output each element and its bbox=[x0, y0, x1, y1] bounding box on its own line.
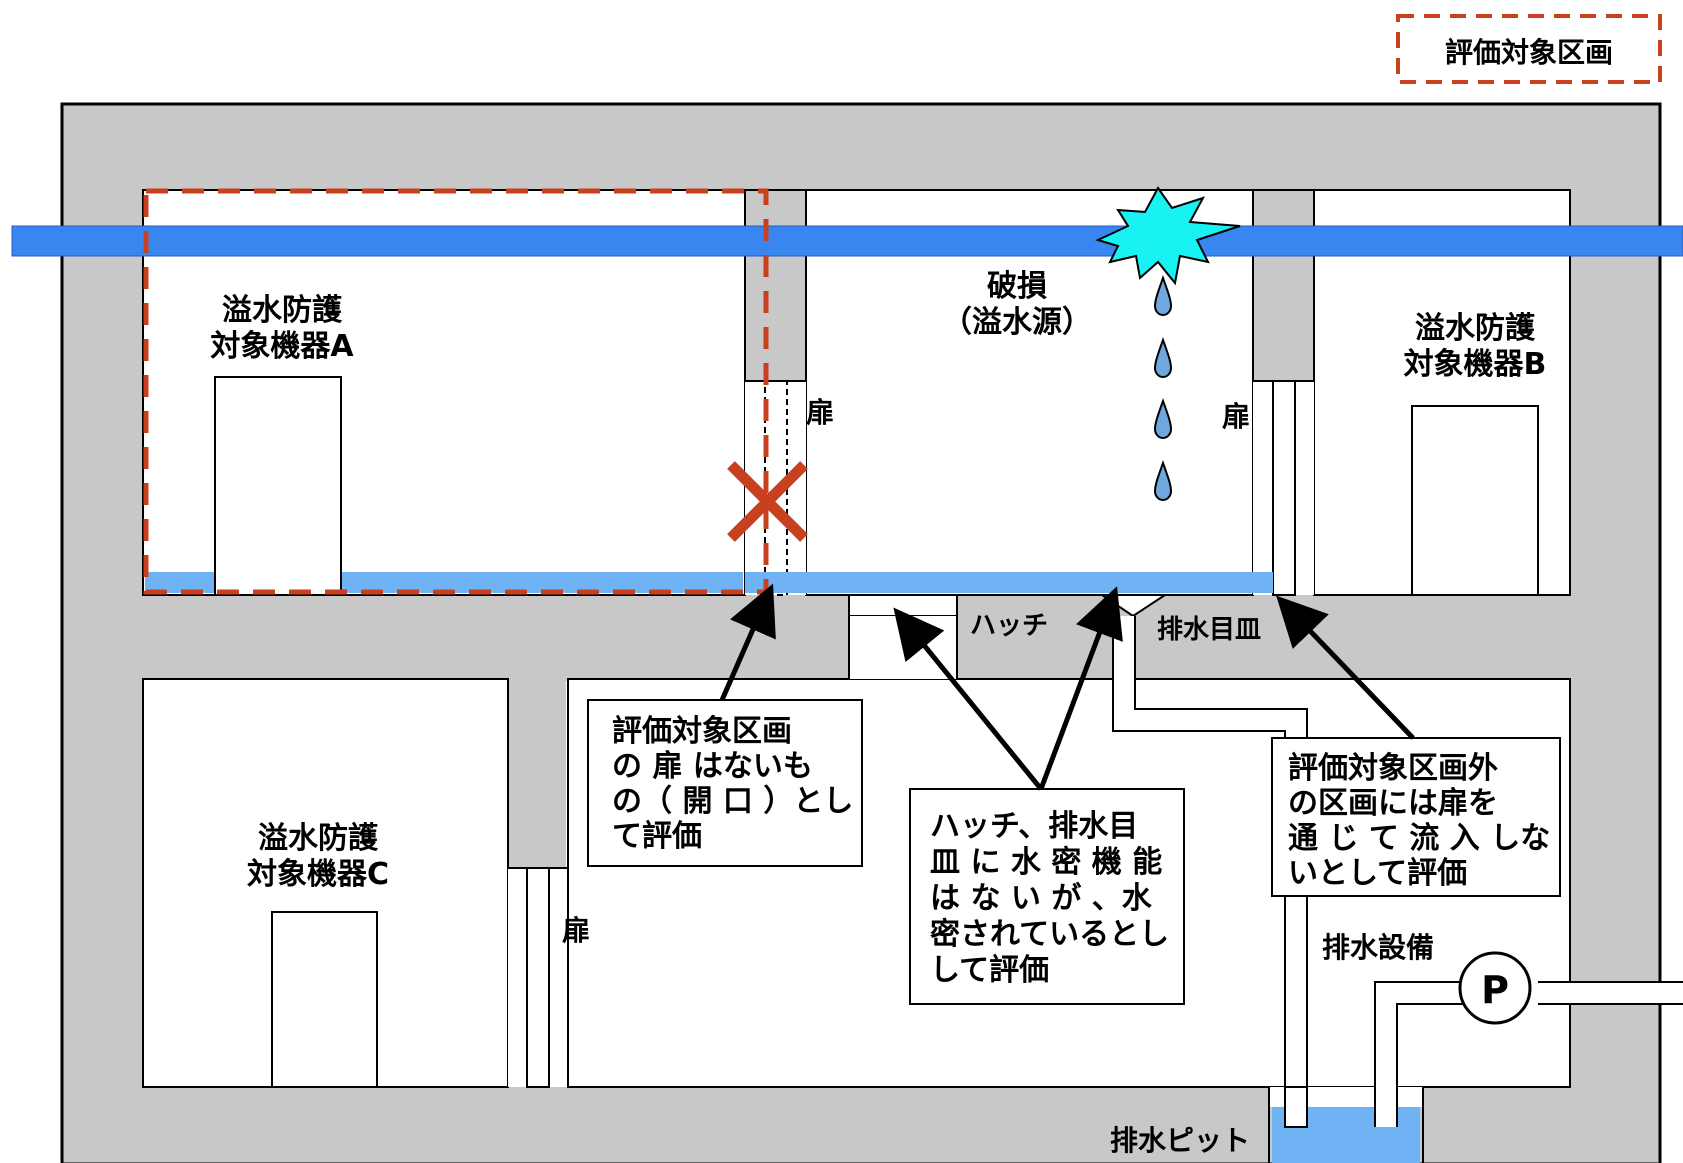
callout-outside-line: いとして評価 bbox=[1288, 856, 1467, 891]
callout-door-line: の（ 開 口 ）とし bbox=[612, 784, 853, 819]
callout-hatch-line: 皿 に 水 密 機 能 bbox=[930, 845, 1162, 880]
callout-outside-line: 通 じ て 流 入 しな bbox=[1288, 821, 1550, 856]
callout-hatch-box bbox=[909, 788, 1185, 1005]
callout-outside-line: の区画には扉を bbox=[1288, 786, 1498, 821]
equipment-c-line2: 対象機器C bbox=[247, 857, 389, 892]
callout-door-line: 評価対象区画 bbox=[612, 714, 792, 749]
door-a-label: 扉 bbox=[806, 396, 834, 429]
source-line2: （溢水源） bbox=[942, 305, 1092, 340]
callout-outside-line: 評価対象区画外 bbox=[1288, 751, 1498, 786]
wall-stub-a bbox=[744, 189, 807, 382]
water-floor-source bbox=[806, 572, 1273, 593]
callout-hatch: ハッチ、排水目 皿 に 水 密 機 能 は な い が 、水 密されているとし … bbox=[930, 809, 1169, 988]
drain-plate-label: 排水目皿 bbox=[1157, 615, 1261, 645]
callout-arrows bbox=[719, 583, 1415, 791]
callout-door-line: の 扉 はないも bbox=[612, 749, 813, 784]
pump-label: P bbox=[1481, 968, 1509, 1012]
water-floor-opening bbox=[745, 572, 806, 593]
source-line1: 破損 bbox=[987, 269, 1047, 304]
drain-equipment-label: 排水設備 bbox=[1322, 931, 1434, 964]
wall-stub-b bbox=[1252, 189, 1315, 382]
equipment-c bbox=[271, 911, 378, 1088]
callout-hatch-line: ハッチ、排水目 bbox=[930, 809, 1138, 844]
callout-door: 評価対象区画 の 扉 はないも の（ 開 口 ）とし て評価 bbox=[612, 714, 853, 854]
equipment-a bbox=[214, 376, 342, 596]
door-b-label: 扉 bbox=[1222, 400, 1250, 433]
equipment-b-line1: 溢水防護 bbox=[1415, 311, 1536, 346]
arrow bbox=[1276, 595, 1415, 740]
equipment-b bbox=[1411, 405, 1539, 596]
arrow bbox=[1038, 586, 1123, 790]
door-b bbox=[1272, 380, 1296, 596]
water-pipe bbox=[11, 225, 1683, 257]
legend-swatch bbox=[1396, 14, 1662, 84]
equipment-a-line2: 対象機器A bbox=[210, 329, 354, 364]
hatch bbox=[848, 594, 958, 617]
legend-label: 評価対象区画 bbox=[1445, 36, 1613, 69]
callout-hatch-line: して評価 bbox=[930, 953, 1049, 988]
drop-icon bbox=[1153, 460, 1173, 501]
callout-hatch-line: 密されているとし bbox=[930, 917, 1169, 952]
burst-icon bbox=[1095, 186, 1241, 286]
arrow bbox=[719, 583, 776, 702]
callout-door-line: て評価 bbox=[612, 819, 702, 854]
door-c-label: 扉 bbox=[562, 914, 590, 947]
drop-icon bbox=[1153, 337, 1173, 378]
callout-outside-box bbox=[1271, 737, 1561, 897]
equipment-a-line1: 溢水防護 bbox=[222, 293, 343, 328]
door-c bbox=[526, 867, 550, 1088]
room-source bbox=[805, 189, 1254, 596]
water-drops bbox=[1153, 275, 1173, 501]
equipment-c-line1: 溢水防護 bbox=[258, 821, 379, 856]
callout-hatch-line: は な い が 、水 bbox=[930, 881, 1153, 916]
equipment-b-line2: 対象機器B bbox=[1404, 347, 1547, 382]
drop-icon bbox=[1153, 398, 1173, 439]
arrow bbox=[893, 607, 1043, 791]
no-door-x-icon bbox=[727, 461, 808, 542]
drop-icon bbox=[1153, 275, 1173, 316]
pump bbox=[1458, 951, 1532, 1025]
drain-pit-label: 排水ピット bbox=[1110, 1124, 1250, 1157]
callout-outside: 評価対象区画外 の区画には扉を 通 じ て 流 入 しな いとして評価 bbox=[1288, 751, 1550, 891]
hatch-label: ハッチ bbox=[970, 611, 1048, 641]
evaluation-area-outline bbox=[143, 188, 769, 595]
callout-door-box bbox=[587, 699, 863, 867]
